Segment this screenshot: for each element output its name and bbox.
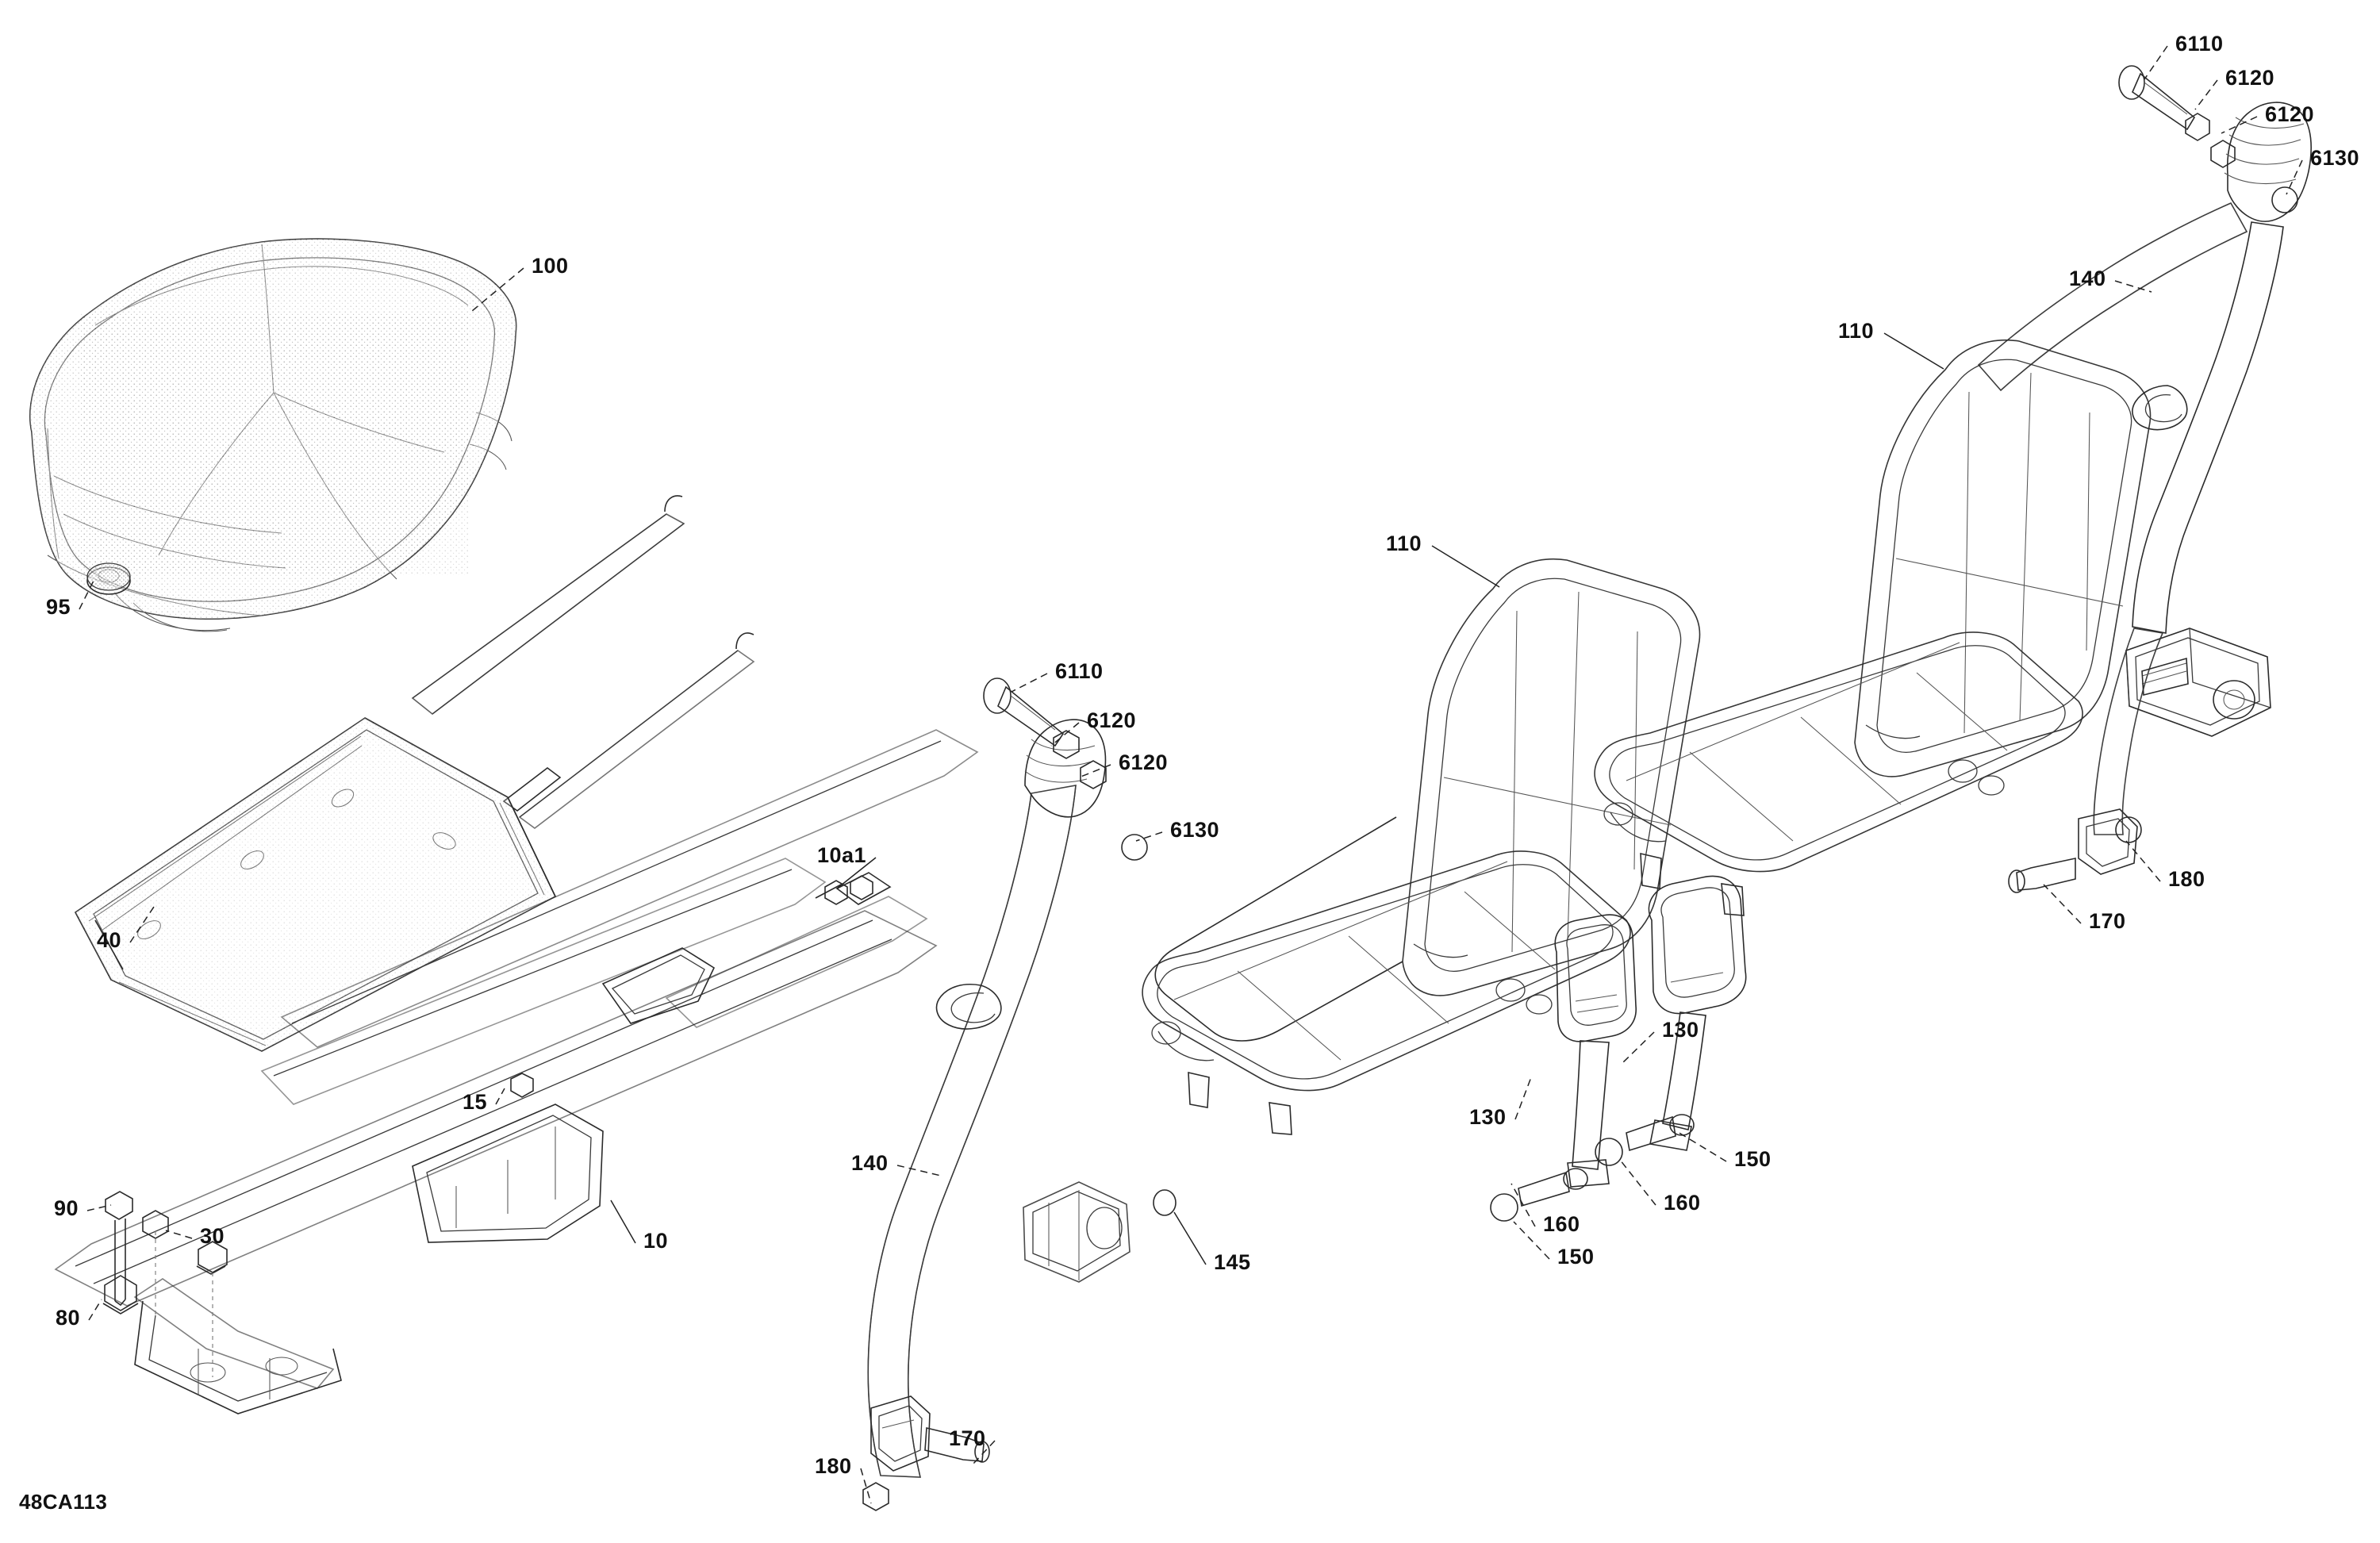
part-140-left-belt	[862, 719, 1107, 1511]
callout-130: 130	[1662, 1018, 1699, 1042]
callout-140: 140	[2069, 267, 2106, 290]
leader-line-140	[896, 1165, 942, 1176]
callout-110: 110	[1838, 319, 1875, 343]
retractor-housing	[2125, 628, 2271, 737]
part-150-160-hardware	[1490, 1114, 1695, 1222]
leader-line-140	[2114, 280, 2152, 293]
leader-line-150	[1513, 1221, 1550, 1260]
callout-110: 110	[1386, 532, 1422, 555]
part-140-right-belt	[1977, 102, 2312, 893]
leader-line-170	[972, 1440, 996, 1465]
leader-line-170	[2043, 884, 2082, 924]
callout-160: 160	[1543, 1212, 1580, 1236]
callout-160: 160	[1664, 1191, 1701, 1215]
diagram-id-code: 48CA113	[19, 1490, 108, 1514]
callout-6120: 6120	[1087, 708, 1137, 732]
leader-line-15	[495, 1088, 505, 1105]
callout-180: 180	[2168, 867, 2205, 891]
callout-6120: 6120	[2265, 102, 2315, 126]
callout-100: 100	[532, 254, 569, 278]
part-6130-right-nut	[2271, 186, 2298, 213]
callout-15: 15	[463, 1090, 488, 1114]
leader-line-6120	[1050, 722, 1080, 747]
leader-line-6120	[1078, 764, 1111, 778]
part-6110-left-screw	[983, 677, 1065, 747]
leader-line-40	[129, 904, 156, 943]
part-15-nut	[510, 1073, 534, 1098]
callout-6120: 6120	[2225, 66, 2275, 90]
leader-line-145	[1173, 1211, 1207, 1265]
callout-130: 130	[1469, 1105, 1507, 1129]
leader-line-180	[860, 1468, 872, 1504]
leader-line-80	[88, 1299, 102, 1321]
leader-line-150	[1677, 1131, 1727, 1162]
leader-line-90	[86, 1204, 112, 1211]
leader-line-110	[1883, 332, 1944, 370]
callout-6120: 6120	[1119, 750, 1169, 774]
leader-line-6120	[2221, 116, 2258, 134]
callout-140: 140	[851, 1151, 889, 1175]
part-100-seat-cushion	[29, 238, 517, 632]
leader-line-6110	[1011, 673, 1048, 693]
leader-line-6130	[2286, 159, 2303, 195]
part-10a1-bracket	[824, 875, 873, 905]
callout-6130: 6130	[2310, 146, 2360, 170]
callout-95: 95	[46, 595, 71, 619]
callout-40: 40	[97, 928, 122, 952]
leader-lines	[79, 45, 2303, 1504]
part-90-bolt	[105, 1191, 133, 1307]
callout-170: 170	[949, 1426, 986, 1450]
callout-180: 180	[815, 1454, 852, 1478]
part-110-left-seat	[1142, 558, 1701, 1135]
part-6120-left-washers	[1053, 730, 1107, 789]
part-40-seat-frame	[74, 495, 755, 1052]
callout-150: 150	[1557, 1245, 1595, 1269]
part-145-anchor-plate	[1023, 1181, 1177, 1283]
callout-6110: 6110	[2175, 32, 2224, 56]
leader-line-6120	[2194, 79, 2218, 110]
leader-line-110	[1431, 545, 1500, 588]
part-10-seat-base-frame	[54, 729, 979, 1414]
callout-170: 170	[2089, 909, 2126, 933]
callout-6110: 6110	[1055, 659, 1104, 683]
leader-line-160	[1619, 1159, 1656, 1206]
leader-line-95	[79, 580, 94, 610]
callout-30: 30	[200, 1224, 225, 1248]
callout-6130: 6130	[1170, 818, 1220, 842]
part-95-grommet	[86, 562, 131, 595]
leader-line-130	[1622, 1031, 1655, 1064]
leader-line-10	[610, 1199, 636, 1244]
leader-line-30	[165, 1230, 193, 1239]
part-80-nut	[102, 1275, 139, 1315]
callout-150: 150	[1734, 1147, 1772, 1171]
leader-line-6110	[2144, 45, 2168, 80]
part-6130-left-nut	[1121, 834, 1148, 861]
callout-90: 90	[54, 1196, 79, 1220]
leader-line-160	[1511, 1183, 1536, 1227]
part-130-buckle-a	[1554, 914, 1637, 1188]
leader-line-10a1	[836, 857, 877, 889]
callout-10: 10	[643, 1229, 669, 1253]
leader-line-180	[2125, 840, 2161, 882]
callout-145: 145	[1214, 1250, 1251, 1274]
part-6120-right-washers	[2185, 113, 2236, 168]
callout-80: 80	[56, 1306, 81, 1330]
leader-line-6130	[1135, 831, 1163, 842]
leader-line-130	[1514, 1077, 1532, 1120]
part-6110-right-screw	[2118, 65, 2196, 131]
part-130-buckle-b	[1648, 875, 1747, 1151]
part-110-right-seat	[1594, 340, 2152, 916]
callout-10a1: 10a1	[817, 843, 867, 867]
